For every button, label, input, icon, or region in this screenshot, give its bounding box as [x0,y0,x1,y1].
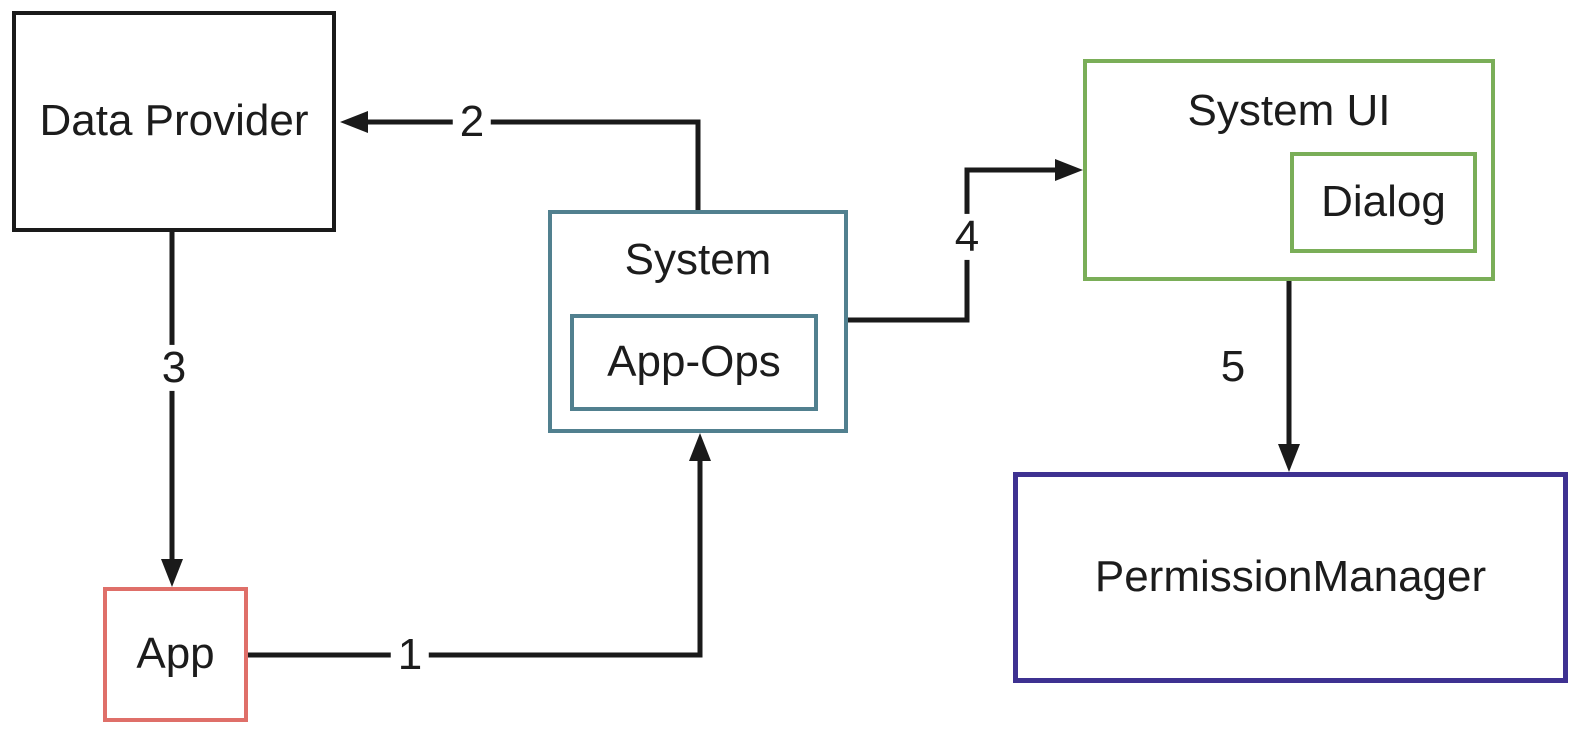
edge-label-5: 5 [1213,343,1253,391]
node-app-ops: App-Ops [570,314,818,411]
node-data-provider-label: Data Provider [39,96,309,146]
node-dialog: Dialog [1290,152,1477,253]
node-app-ops-label: App-Ops [607,337,781,387]
edge-label-1: 1 [390,631,430,679]
edge-label-2: 2 [452,98,492,146]
arrow-1-line [248,459,703,658]
node-app-label: App [136,629,215,679]
node-system-label: System [624,235,772,284]
arrow-2-head-left-icon [340,111,368,133]
edge-label-3: 3 [154,344,194,392]
arrow-3-head-down-icon [161,559,183,587]
node-dialog-label: Dialog [1321,177,1446,227]
arrow-2-line [366,119,701,210]
edge-label-4: 4 [947,213,987,261]
node-permission-manager-label: PermissionManager [1094,552,1487,602]
node-permission-manager: PermissionManager [1013,472,1568,683]
node-app: App [103,587,248,722]
arrow-1-head-up-icon [689,433,711,461]
arrow-4-head-right-icon [1055,159,1083,181]
arrow-5-head-down-icon [1278,444,1300,472]
node-data-provider: Data Provider [12,11,336,232]
node-system-ui-label: System UI [1187,86,1391,135]
